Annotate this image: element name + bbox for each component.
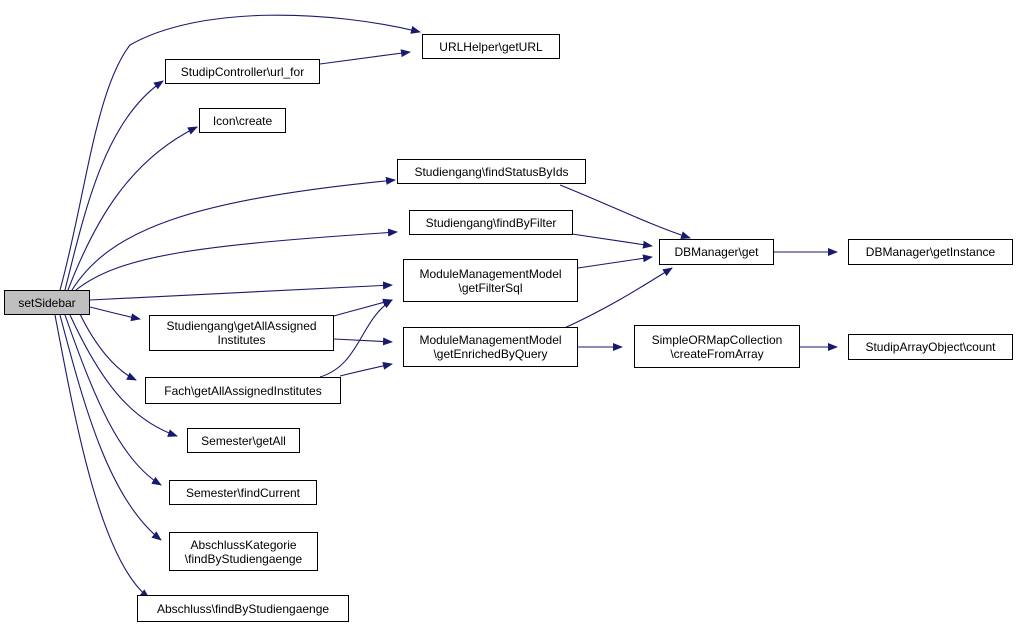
- node-label: StudipArrayObject\count: [865, 340, 996, 354]
- node-label: Studiengang\findByFilter: [425, 215, 557, 230]
- edge-setsidebar-studiengang-findbyfilter: [75, 228, 398, 291]
- node-label: Abschluss\findByStudiengaenge: [156, 601, 330, 616]
- edge-setsidebar-studiengang-getallassignedinstitutes: [89, 306, 141, 322]
- node-semester-find-current[interactable]: Semester\findCurrent: [169, 480, 317, 505]
- node-url-helper-get-url[interactable]: URLHelper\getURL: [422, 34, 560, 59]
- edge-studiengang-getallassignedinstitutes-getfiltersql: [333, 298, 393, 317]
- edge-setsidebar-modulemanagementmodel-getfiltersql: [89, 281, 393, 301]
- node-abschluss-kategorie-find-by-studiengaenge[interactable]: AbschlussKategorie \findByStudiengaenge: [169, 532, 318, 571]
- edge-setsidebar-semester-getall: [69, 314, 178, 437]
- node-label-line-2: \getEnrichedByQuery: [433, 347, 548, 361]
- edge-setsidebar-semester-findcurrent: [64, 314, 162, 486]
- node-studiengang-find-by-filter[interactable]: Studiengang\findByFilter: [409, 210, 573, 235]
- node-label: Studiengang\findStatusByIds: [414, 164, 569, 179]
- node-label-line-1: Studiengang\getAllAssigned: [166, 319, 317, 333]
- edge-setsidebar-abschlusskategorie-findbystudiengaenge: [59, 314, 162, 541]
- node-label: DBManager\get: [674, 245, 759, 259]
- node-studiengang-get-all-assigned-institutes[interactable]: Studiengang\getAllAssigned Institutes: [149, 315, 334, 351]
- node-abschluss-find-by-studiengaenge[interactable]: Abschluss\findByStudiengaenge: [137, 595, 349, 622]
- node-simple-orm-map-collection-create-from-array[interactable]: SimpleORMapCollection \createFromArray: [634, 325, 800, 368]
- edge-setsidebar-abschluss-findbystudiengaenge: [54, 314, 150, 599]
- edge-setsidebar-urlhelper-geturl: [59, 14, 421, 291]
- node-module-management-model-get-enriched-by-query[interactable]: ModuleManagementModel \getEnrichedByQuer…: [403, 327, 578, 367]
- edge-fach-getallassignedinstitutes-getfiltersql: [319, 299, 393, 378]
- edge-studipcontroller-url-for-urlhelper-geturl: [319, 49, 411, 65]
- edge-studiengang-findstatusbyids-dbmanager-get: [559, 184, 691, 240]
- node-studiengang-find-status-by-ids[interactable]: Studiengang\findStatusByIds: [397, 159, 586, 184]
- edge-setsidebar-studiengang-findstatusbyids: [71, 176, 396, 291]
- node-label: Icon\create: [212, 113, 273, 128]
- node-label-line-1: SimpleORMapCollection: [651, 332, 783, 347]
- node-label-line-1: AbschlussKategorie: [190, 537, 297, 552]
- node-label-line-2: \findByStudiengaenge: [184, 551, 303, 566]
- node-label: Semester\getAll: [201, 433, 286, 448]
- node-label-line-2: \createFromArray: [670, 346, 764, 361]
- node-label: Fach\getAllAssignedInstitutes: [164, 383, 322, 398]
- node-label: Semester\findCurrent: [185, 485, 301, 500]
- edge-modulemanagementmodel-getenrichedbyquery-dbmanager-get: [559, 267, 673, 331]
- node-icon-create[interactable]: Icon\create: [199, 108, 286, 133]
- node-db-manager-get-instance[interactable]: DBManager\getInstance: [848, 239, 1013, 265]
- node-fach-get-all-assigned-institutes[interactable]: Fach\getAllAssignedInstitutes: [145, 377, 341, 404]
- node-semester-get-all[interactable]: Semester\getAll: [187, 428, 300, 453]
- edge-setsidebar-fach-getallassignedinstitutes: [79, 313, 137, 381]
- node-db-manager-get[interactable]: DBManager\get: [659, 239, 774, 265]
- node-label-line-1: ModuleManagementModel: [419, 266, 562, 281]
- node-set-sidebar[interactable]: setSidebar: [4, 290, 90, 315]
- node-label: StudipController\url_for: [180, 64, 305, 79]
- node-label-line-2: \getFilterSql: [458, 280, 523, 295]
- edge-fach-getallassignedinstitutes-getenrichedbyquery: [339, 361, 393, 377]
- edge-setsidebar-icon-create: [67, 126, 198, 291]
- node-module-management-model-get-filter-sql[interactable]: ModuleManagementModel \getFilterSql: [403, 259, 578, 302]
- node-label: DBManager\getInstance: [865, 245, 996, 259]
- node-label: setSidebar: [18, 295, 76, 310]
- edge-modulemanagementmodel-getfiltersql-dbmanager-get: [577, 254, 653, 269]
- node-studip-array-object-count[interactable]: StudipArrayObject\count: [848, 334, 1013, 360]
- node-label-line-1: ModuleManagementModel: [419, 333, 562, 347]
- edge-studiengang-findbyfilter-dbmanager-get: [571, 233, 653, 249]
- node-studip-controller-url-for[interactable]: StudipController\url_for: [165, 59, 320, 84]
- edge-setsidebar-studipcontroller-url-for: [64, 80, 164, 291]
- node-label-line-2: Institutes: [217, 333, 266, 347]
- edge-studiengang-getallassignedinstitutes-getenrichedbyquery: [333, 337, 393, 346]
- node-label: URLHelper\getURL: [439, 39, 543, 54]
